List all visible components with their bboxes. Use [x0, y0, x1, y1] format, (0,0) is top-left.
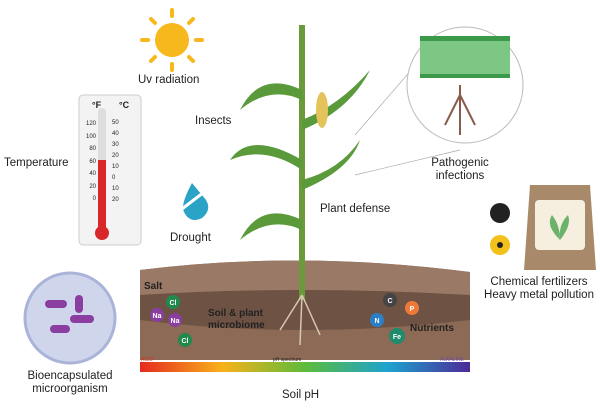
salt-label: Salt	[144, 281, 163, 292]
svg-text:P: P	[410, 306, 415, 313]
alkaline-label: ALKALINE	[440, 357, 464, 363]
celsius-unit: °C	[119, 100, 130, 110]
toxic-icon	[490, 203, 510, 223]
svg-text:Fe: Fe	[393, 334, 401, 341]
acid-label: ACID	[141, 357, 153, 363]
thermometer-icon	[78, 94, 142, 246]
corn-plant	[230, 25, 370, 346]
nutrient-ions: C P N Fe	[370, 293, 419, 344]
svg-text:Na: Na	[153, 313, 162, 320]
salt-ions: Cl Na Na Cl	[150, 295, 192, 347]
temperature-label: Temperature	[4, 157, 69, 169]
drought-icon	[177, 183, 213, 220]
ph-spectrum-bar	[140, 362, 470, 372]
plant-defense-label: Plant defense	[320, 203, 391, 215]
sun-icon	[140, 8, 204, 72]
svg-text:Cl: Cl	[182, 338, 189, 345]
soil-ph-label: Soil pH	[282, 389, 320, 401]
fertilizer-bag-icon	[524, 185, 596, 270]
fahrenheit-unit: °F	[92, 100, 102, 110]
insects-label: Insects	[195, 115, 232, 127]
drought-label: Drought	[170, 232, 211, 244]
svg-text:C: C	[387, 298, 392, 305]
uv-label: Uv radiation	[138, 74, 200, 86]
nutrients-label: Nutrients	[410, 323, 454, 334]
ph-spectrum-label: pH spectrum	[273, 357, 302, 363]
petri-dish-icon	[23, 271, 117, 365]
svg-text:Cl: Cl	[170, 300, 177, 307]
svg-text:Na: Na	[171, 318, 180, 325]
pathogen-infection-icon	[354, 26, 524, 176]
svg-text:N: N	[374, 318, 379, 325]
